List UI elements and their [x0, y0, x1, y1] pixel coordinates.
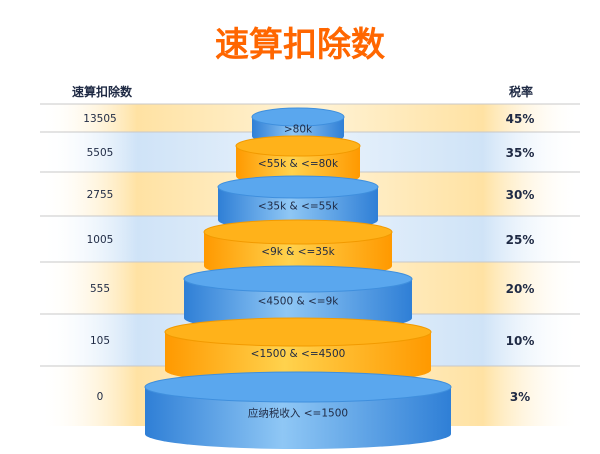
- tier-top: [251, 107, 345, 127]
- rate-label: 45%: [506, 112, 535, 126]
- left-header: 速算扣除数: [72, 84, 133, 99]
- rate-label: 20%: [506, 282, 535, 296]
- tier-range-label: <1500 & <=4500: [251, 348, 346, 360]
- pyramid-tiers: >80k <55k & <=80k <35k & <=55k <9k & <=35k <…: [144, 107, 452, 449]
- tier-top: [203, 219, 393, 245]
- tier-top: [164, 317, 432, 347]
- tier-top: [144, 371, 452, 403]
- row-labels: 13505 45% 5505 35% 2755 30% 1005 25% 555 20% 105 10…: [83, 112, 534, 404]
- tier-range-label: <9k & <=35k: [261, 246, 335, 258]
- tier-top: [183, 265, 413, 293]
- rate-label: 25%: [506, 233, 535, 247]
- tier-body: [218, 187, 378, 231]
- tier-range-label: >80k: [284, 124, 313, 136]
- deduction-label: 13505: [83, 113, 116, 125]
- pyramid-tier: <35k & <=55k: [217, 175, 379, 231]
- deduction-label: 1005: [87, 234, 114, 246]
- tier-range-label: <35k & <=55k: [258, 201, 339, 213]
- tier-body: [204, 232, 392, 278]
- tier-body: [236, 146, 360, 186]
- right-header: 税率: [509, 84, 533, 99]
- chart-title: 速算扣除数: [215, 25, 385, 65]
- pyramid-tier: <55k & <=80k: [235, 135, 361, 186]
- tier-body: [145, 387, 451, 449]
- pyramid-tier: <1500 & <=4500: [164, 317, 432, 384]
- tier-top: [217, 175, 379, 199]
- tier-range-label: 应纳税收入 <=1500: [248, 407, 348, 420]
- tier-range-label: <4500 & <=9k: [258, 296, 340, 308]
- deduction-label: 2755: [87, 189, 114, 201]
- rate-label: 10%: [506, 334, 535, 348]
- deduction-label: 555: [90, 283, 110, 295]
- tier-body: [184, 279, 412, 331]
- tier-range-label: <55k & <=80k: [258, 158, 339, 170]
- rate-label: 35%: [506, 146, 535, 160]
- deduction-label: 0: [97, 391, 104, 403]
- tier-top: [235, 135, 361, 157]
- pyramid-tier: <4500 & <=9k: [183, 265, 413, 331]
- pyramid-tier: 应纳税收入 <=1500: [144, 371, 452, 449]
- deduction-label: 5505: [87, 147, 114, 159]
- deduction-label: 105: [90, 335, 110, 347]
- tier-body: [165, 332, 431, 384]
- rate-label: 3%: [510, 390, 530, 404]
- rate-label: 30%: [506, 188, 535, 202]
- pyramid-tier: <9k & <=35k: [203, 219, 393, 278]
